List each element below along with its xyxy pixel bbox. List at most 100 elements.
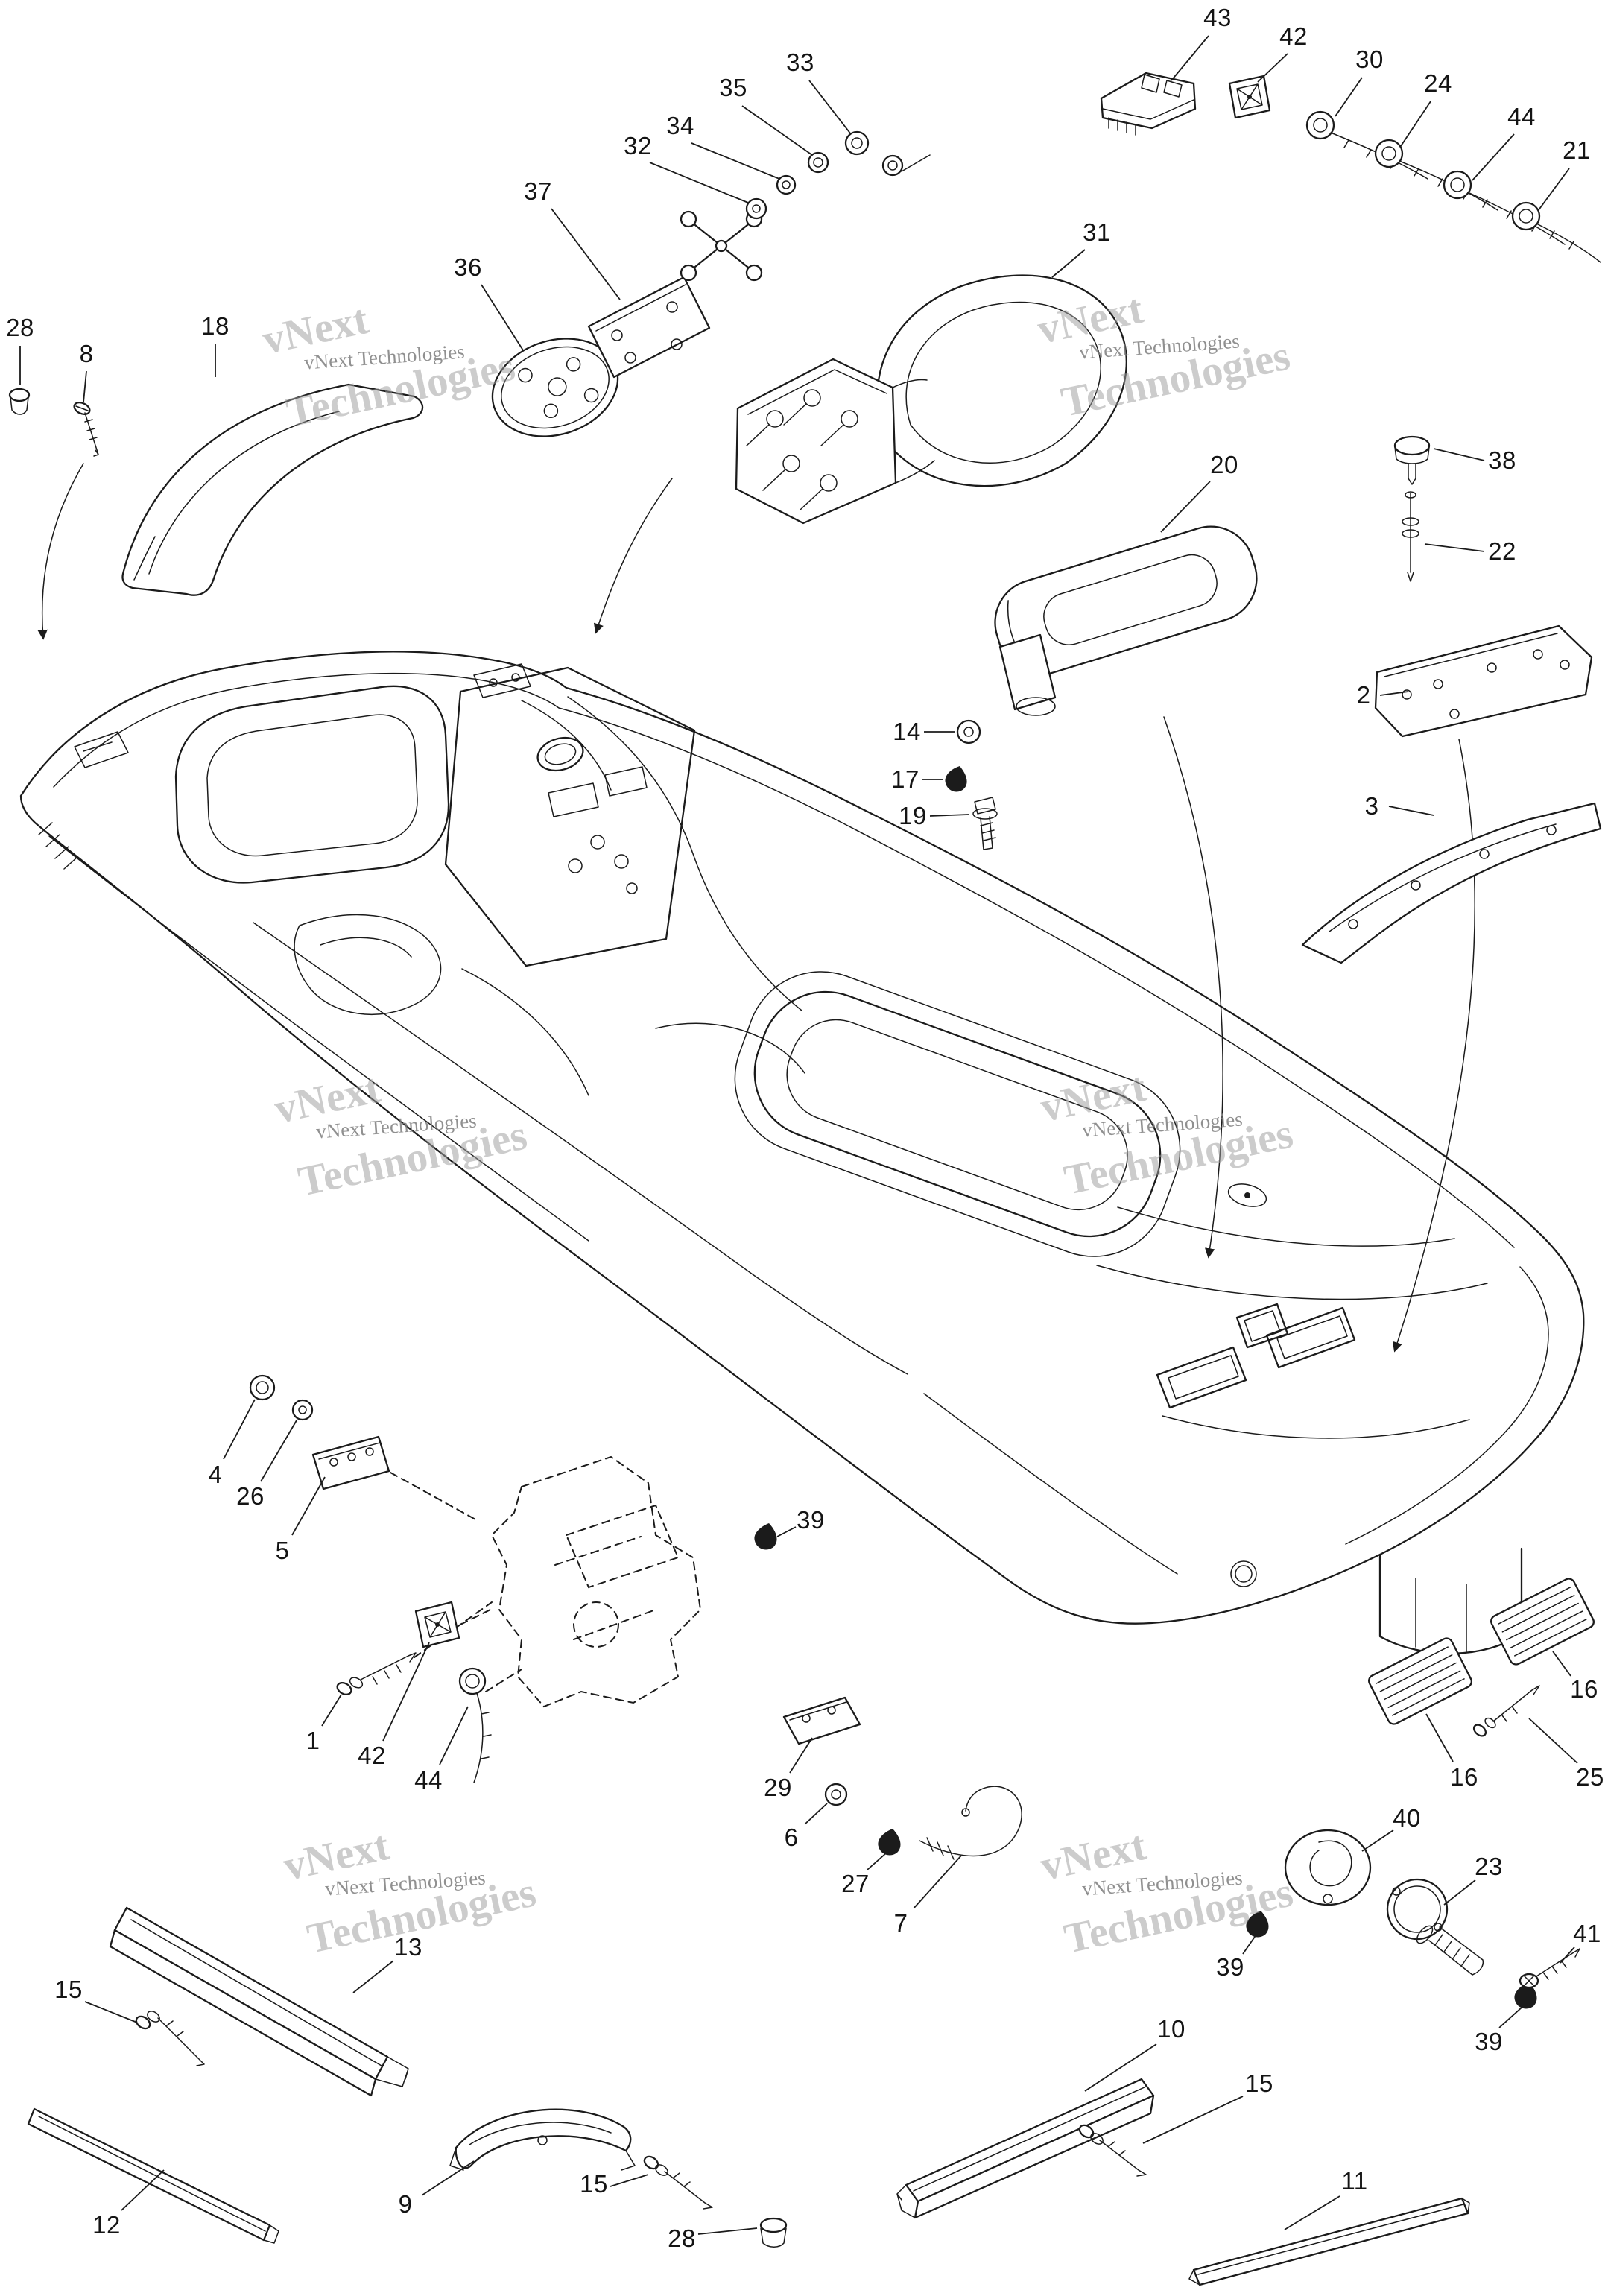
watermark-text: Technologies (282, 342, 519, 437)
part-label-28: 28 (6, 314, 34, 341)
part-label-6: 6 (784, 1824, 799, 1851)
leader-line-33 (808, 80, 852, 135)
leader-line-22 (1424, 543, 1485, 552)
leader-line-2 (1379, 691, 1409, 696)
watermark-text: vNext (259, 295, 373, 364)
part-label-20: 20 (1210, 451, 1238, 478)
part-label-37: 37 (524, 177, 552, 205)
watermark-text: Technologies (303, 1868, 540, 1963)
part-label-41: 41 (1573, 1920, 1601, 1947)
part-16-pad (1490, 1578, 1595, 1666)
part-label-15: 15 (1245, 2069, 1273, 2097)
part-label-9: 9 (398, 2190, 413, 2218)
part-label-12: 12 (92, 2211, 121, 2239)
leader-line-39 (776, 1526, 797, 1537)
leader-line-43 (1171, 35, 1209, 81)
part-label-13: 13 (394, 1933, 422, 1961)
footwell-opening (734, 971, 1181, 1257)
part-label-21: 21 (1563, 136, 1591, 164)
part-label-39: 39 (1216, 1953, 1244, 1981)
leader-line-32 (649, 162, 749, 203)
leader-line-29 (789, 1737, 813, 1774)
part-27-clip (878, 1829, 901, 1856)
part-5-plate (311, 1435, 390, 1490)
part-label-18: 18 (201, 312, 229, 340)
part-39-clip (1246, 1911, 1269, 1938)
part-37-plate (587, 276, 711, 379)
part-label-27: 27 (841, 1870, 870, 1897)
leader-line-8 (83, 370, 87, 403)
leader-line-15 (84, 2001, 138, 2023)
part-23-drain-plug (1386, 1878, 1484, 1976)
part-label-36: 36 (454, 253, 482, 281)
leader-line-23 (1443, 1879, 1476, 1906)
part-label-38: 38 (1488, 446, 1516, 474)
part-15-pin (643, 2155, 713, 2210)
part-12-strip (27, 2107, 279, 2244)
leader-line-9 (421, 2160, 475, 2196)
part-label-3: 3 (1364, 792, 1379, 820)
part-label-42: 42 (1279, 22, 1308, 50)
part-40-gasket (1284, 1829, 1372, 1906)
part-22-pin (1402, 491, 1419, 582)
part-label-24: 24 (1424, 69, 1452, 97)
part-1-rivet (336, 1652, 417, 1696)
dashed-bracket (390, 1455, 702, 1708)
leader-line-24 (1400, 101, 1431, 147)
part-label-22: 22 (1488, 537, 1516, 565)
part-42-grommet-top (1228, 75, 1271, 119)
leader-line-26 (260, 1420, 297, 1482)
part-39-clip (1514, 1982, 1537, 2009)
part-label-1: 1 (306, 1727, 320, 1754)
watermark-text: vNext Technologies (324, 1866, 487, 1900)
part-19-bolt (972, 797, 998, 850)
leader-line-7 (913, 1855, 962, 1909)
part-39-clip (754, 1523, 777, 1550)
watermark-text: Technologies (1060, 1110, 1297, 1204)
part-label-23: 23 (1475, 1853, 1503, 1880)
part-2-plate (1374, 624, 1593, 738)
leader-line-41 (1560, 1946, 1575, 1964)
leader-line-27 (867, 1852, 887, 1870)
hull-body (19, 651, 1585, 1625)
leader-line-30 (1335, 77, 1363, 117)
part-label-40: 40 (1393, 1804, 1421, 1832)
part-36-plate (491, 338, 619, 437)
part-4-nut (249, 1374, 276, 1401)
part-label-39: 39 (1475, 2028, 1503, 2055)
leader-line-21 (1537, 168, 1570, 212)
part-label-16: 16 (1570, 1675, 1598, 1703)
fastener-cluster (680, 130, 931, 282)
part-label-15: 15 (580, 2170, 608, 2198)
watermark-text: vNext Technologies (1078, 329, 1241, 364)
watermark-text: Technologies (294, 1111, 531, 1206)
part-label-8: 8 (79, 340, 94, 367)
leader-line-5 (291, 1476, 326, 1536)
leader-line-44 (1472, 133, 1515, 181)
part-42-grommet-bottom (414, 1601, 460, 1648)
part-15-pin (1078, 2124, 1147, 2177)
part-38-rivet (1393, 435, 1431, 485)
part-label-43: 43 (1203, 4, 1232, 31)
part-label-31: 31 (1083, 218, 1111, 246)
part-label-15: 15 (54, 1976, 83, 2003)
part-label-14: 14 (893, 718, 921, 745)
leader-line-20 (1160, 481, 1211, 533)
leader-line-15 (610, 2174, 649, 2187)
leader-line-44 (439, 1706, 469, 1765)
part-28-cap-top (8, 388, 31, 415)
part-label-30: 30 (1355, 45, 1384, 73)
leader-line-13 (352, 1960, 394, 1993)
leader-line-19 (929, 814, 969, 817)
part-18-bumper (121, 383, 424, 596)
part-label-42: 42 (358, 1742, 386, 1769)
part-28-cap-bottom (759, 2217, 788, 2248)
leader-line-38 (1433, 448, 1485, 461)
part-26-washer (291, 1399, 314, 1421)
leader-line-42 (1257, 53, 1288, 83)
part-14-washer (956, 719, 981, 744)
leader-line-39 (1498, 2007, 1522, 2028)
leader-line-15 (1142, 2096, 1244, 2144)
assembly-arrows (37, 463, 1476, 1353)
